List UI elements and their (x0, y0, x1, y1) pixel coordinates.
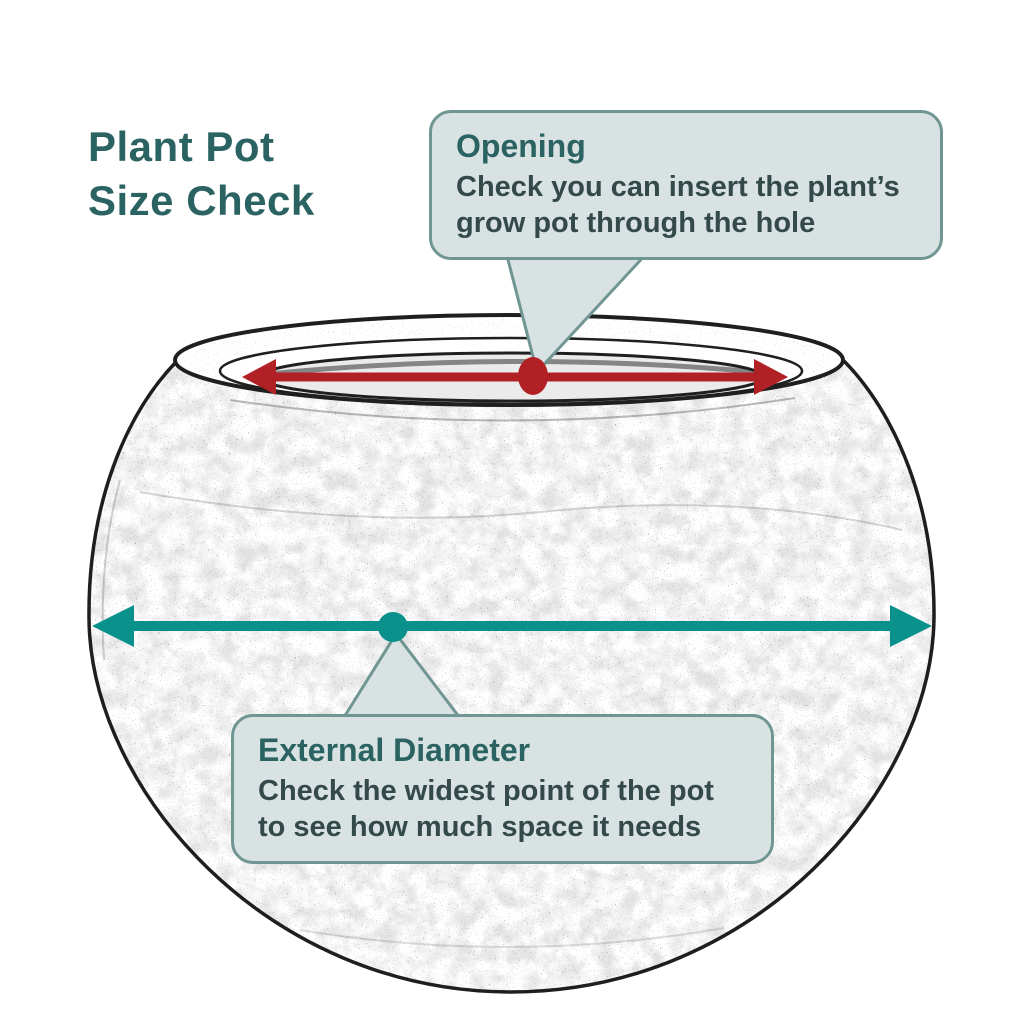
page-title-line-2: Size Check (88, 177, 315, 224)
rim-underline (229, 397, 796, 422)
opening-callout-heading: Opening (456, 128, 586, 164)
external-diameter-callout-line-2: to see how much space it needs (258, 811, 702, 843)
pot-body-texture (88, 360, 935, 992)
opening-callout-line-2: grow pot through the hole (456, 207, 816, 239)
sketch-stroke (299, 927, 725, 949)
diameter-marker-dot (378, 612, 408, 642)
opening-shading (267, 358, 758, 377)
opening-callout-line-1: Check you can insert the plant’s (456, 171, 900, 203)
sketch-stroke (101, 479, 121, 661)
opening-marker-dot (518, 357, 548, 395)
external-diameter-callout-heading: External Diameter (258, 732, 531, 768)
page-title: Plant Pot Size Check (88, 120, 315, 228)
external-diameter-callout: External Diameter Check the widest point… (231, 714, 774, 864)
opening-arrowhead-right (754, 359, 788, 395)
diameter-arrowhead-right (890, 605, 932, 647)
diameter-arrowhead-left (92, 605, 134, 647)
page-title-line-1: Plant Pot (88, 123, 275, 170)
opening-arrowhead-left (242, 359, 276, 395)
opening-callout: Opening Check you can insert the plant’s… (429, 110, 943, 260)
external-diameter-callout-line-1: Check the widest point of the pot (258, 775, 714, 807)
sketch-stroke (139, 491, 903, 531)
